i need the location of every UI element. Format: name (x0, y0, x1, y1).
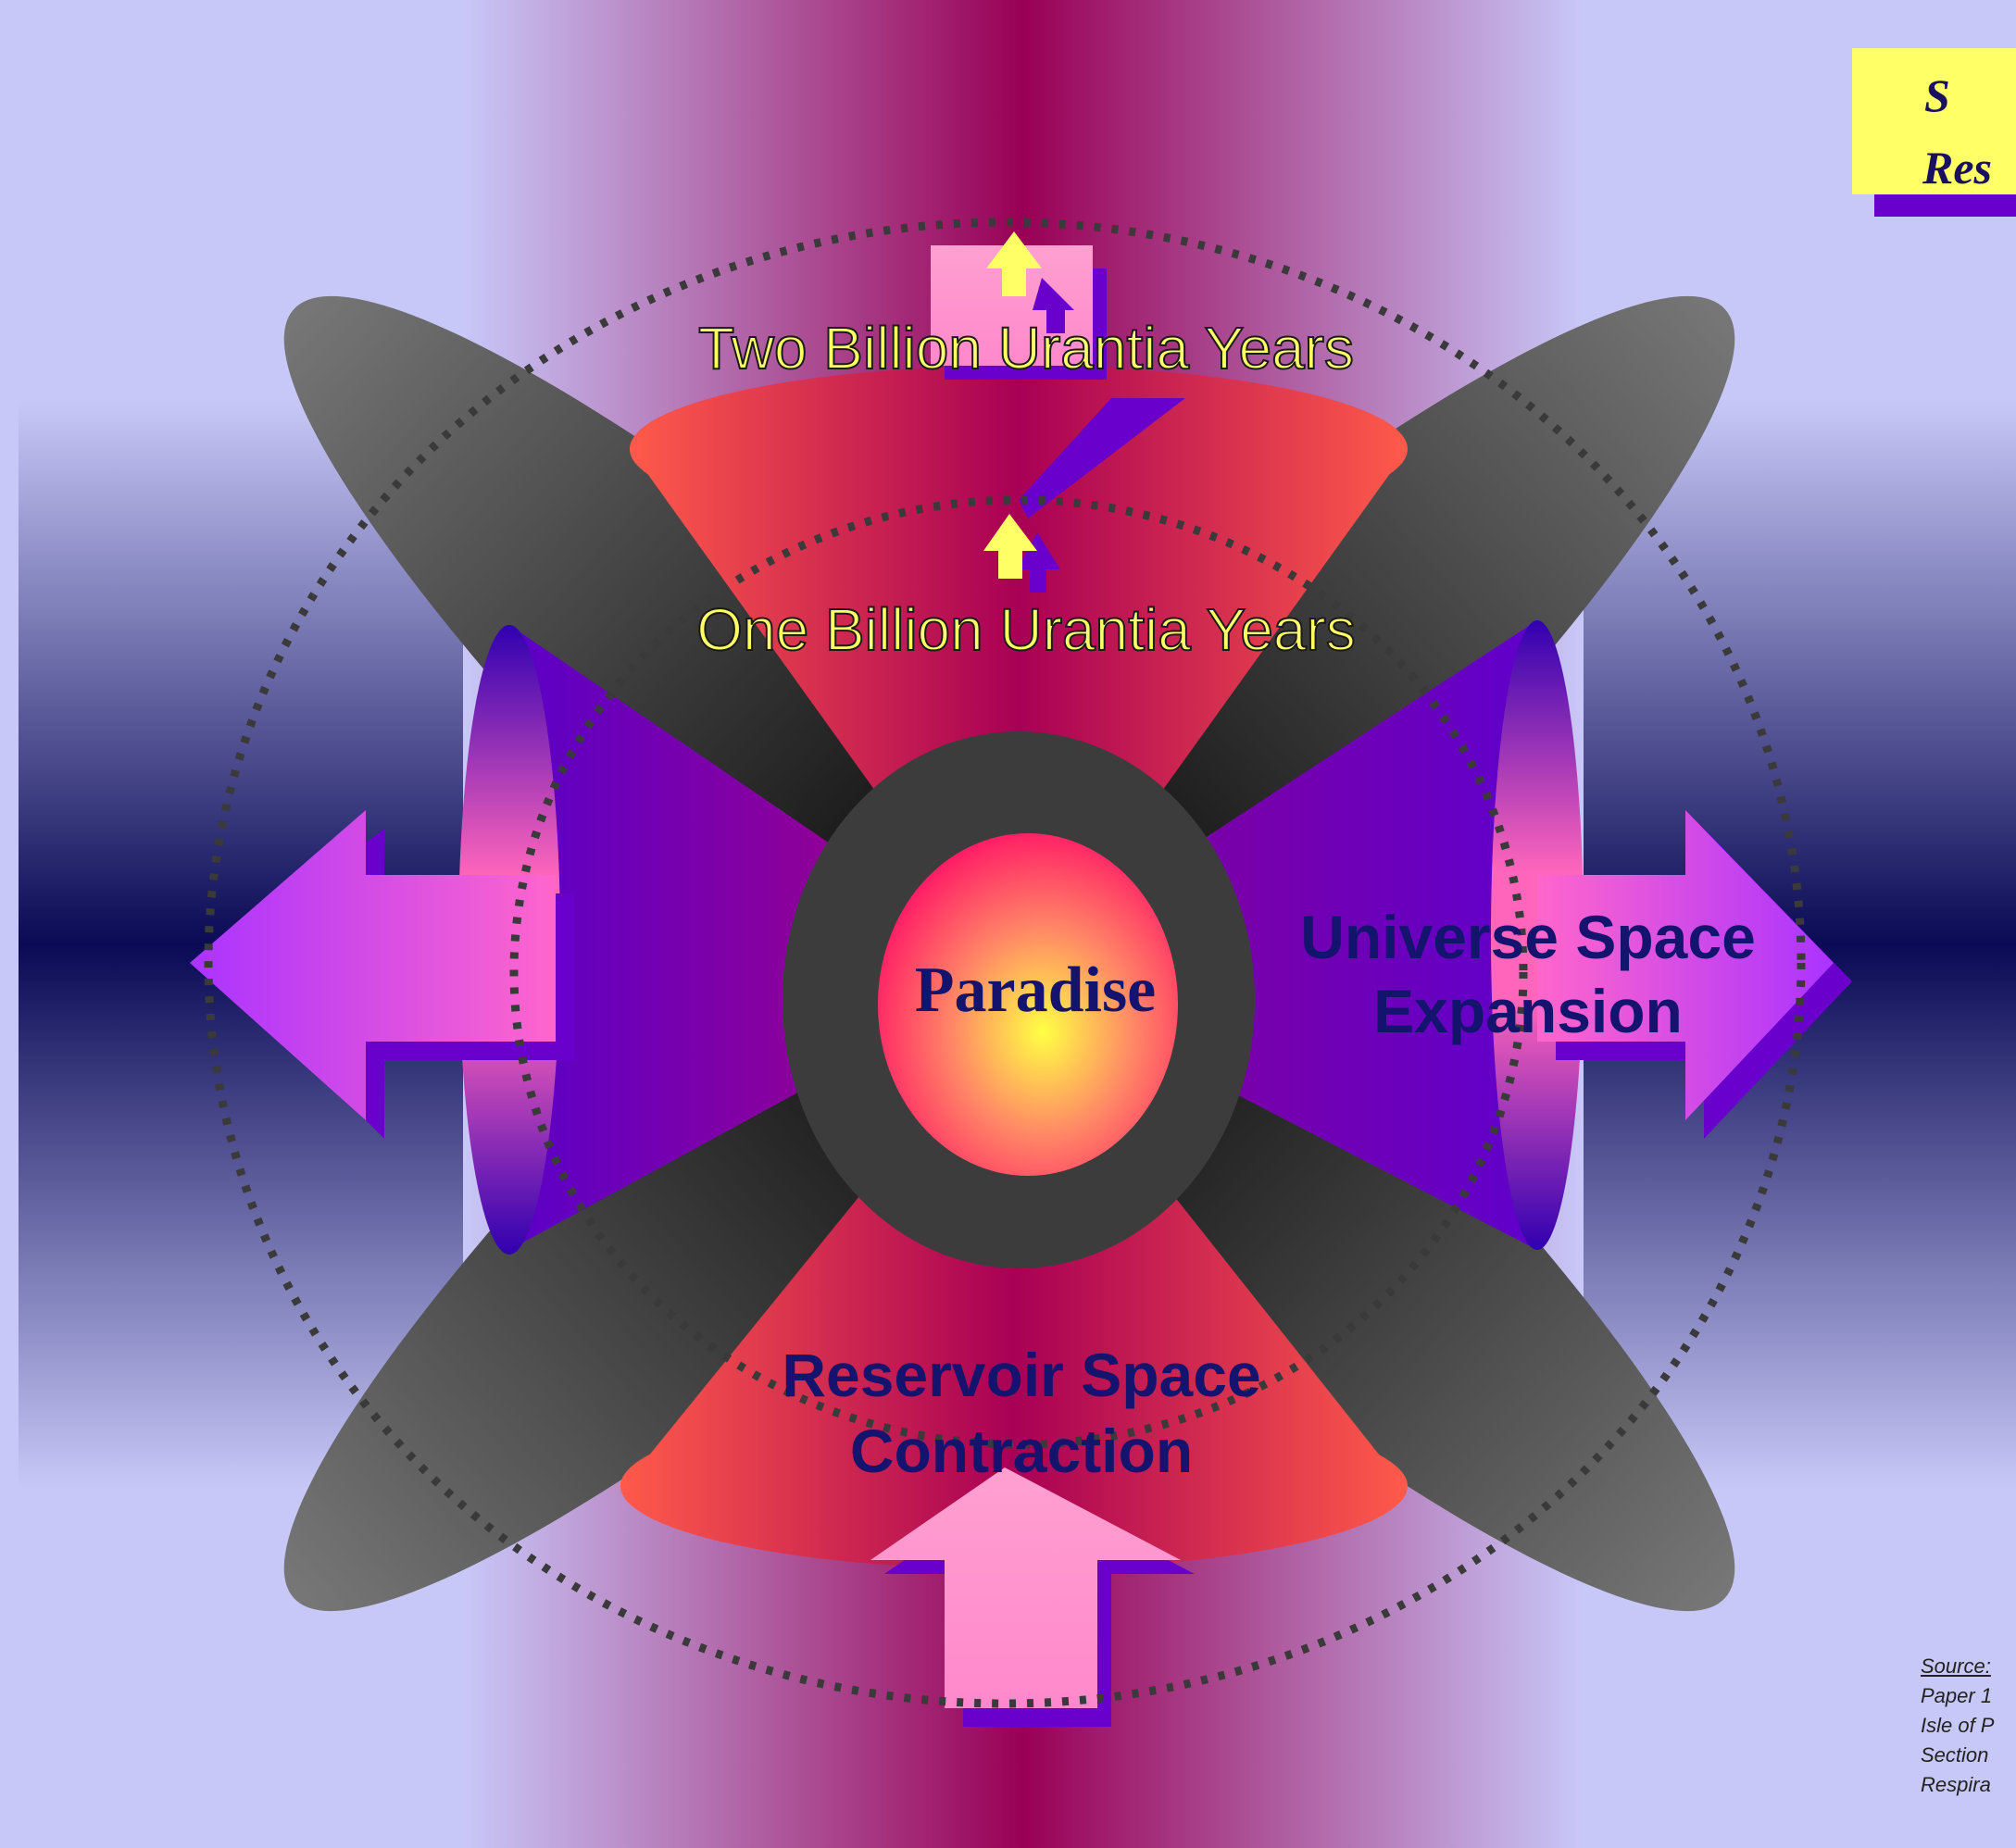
bottom-arrow (870, 1467, 1195, 1727)
upper-year-arrow (986, 231, 1074, 333)
paradise-core (878, 833, 1178, 1176)
source-note: Source: Paper 1 Isle of P Section Respir… (1921, 1652, 1994, 1800)
top-cone-rim (630, 366, 1408, 532)
universe-expansion-line2: Expansion (1373, 977, 1683, 1045)
one-billion-label: One Billion Urantia Years (696, 596, 1356, 663)
right-arrow (1537, 810, 1852, 1139)
top-cone (630, 449, 1408, 991)
source-label: Source: (1921, 1654, 1991, 1678)
outer-dotted-ring (204, 218, 1806, 1708)
reservoir-contraction-line1: Reservoir Space (782, 1341, 1260, 1409)
reservoir-contraction-line2: Contraction (850, 1417, 1193, 1485)
lower-year-arrow (983, 514, 1060, 593)
source-line1: Paper 1 (1921, 1684, 1993, 1707)
title-box: S Res (1852, 48, 2016, 194)
left-cone (509, 625, 1019, 1250)
title-line2: Res (1922, 142, 1992, 194)
top-cone-shadow (1019, 398, 1185, 518)
left-arrow (190, 810, 574, 1139)
source-line2: Isle of P (1921, 1714, 1995, 1737)
title-line1: S (1924, 69, 1950, 121)
paradise-label: Paradise (915, 955, 1157, 1026)
source-line4: Respira (1921, 1773, 1991, 1796)
right-cone (1000, 620, 1537, 1250)
inner-dotted-ring (509, 495, 1528, 1449)
two-billion-label: Two Billion Urantia Years (698, 315, 1354, 381)
source-line3: Section (1921, 1743, 1989, 1767)
universe-expansion-line1: Universe Space (1300, 903, 1756, 971)
